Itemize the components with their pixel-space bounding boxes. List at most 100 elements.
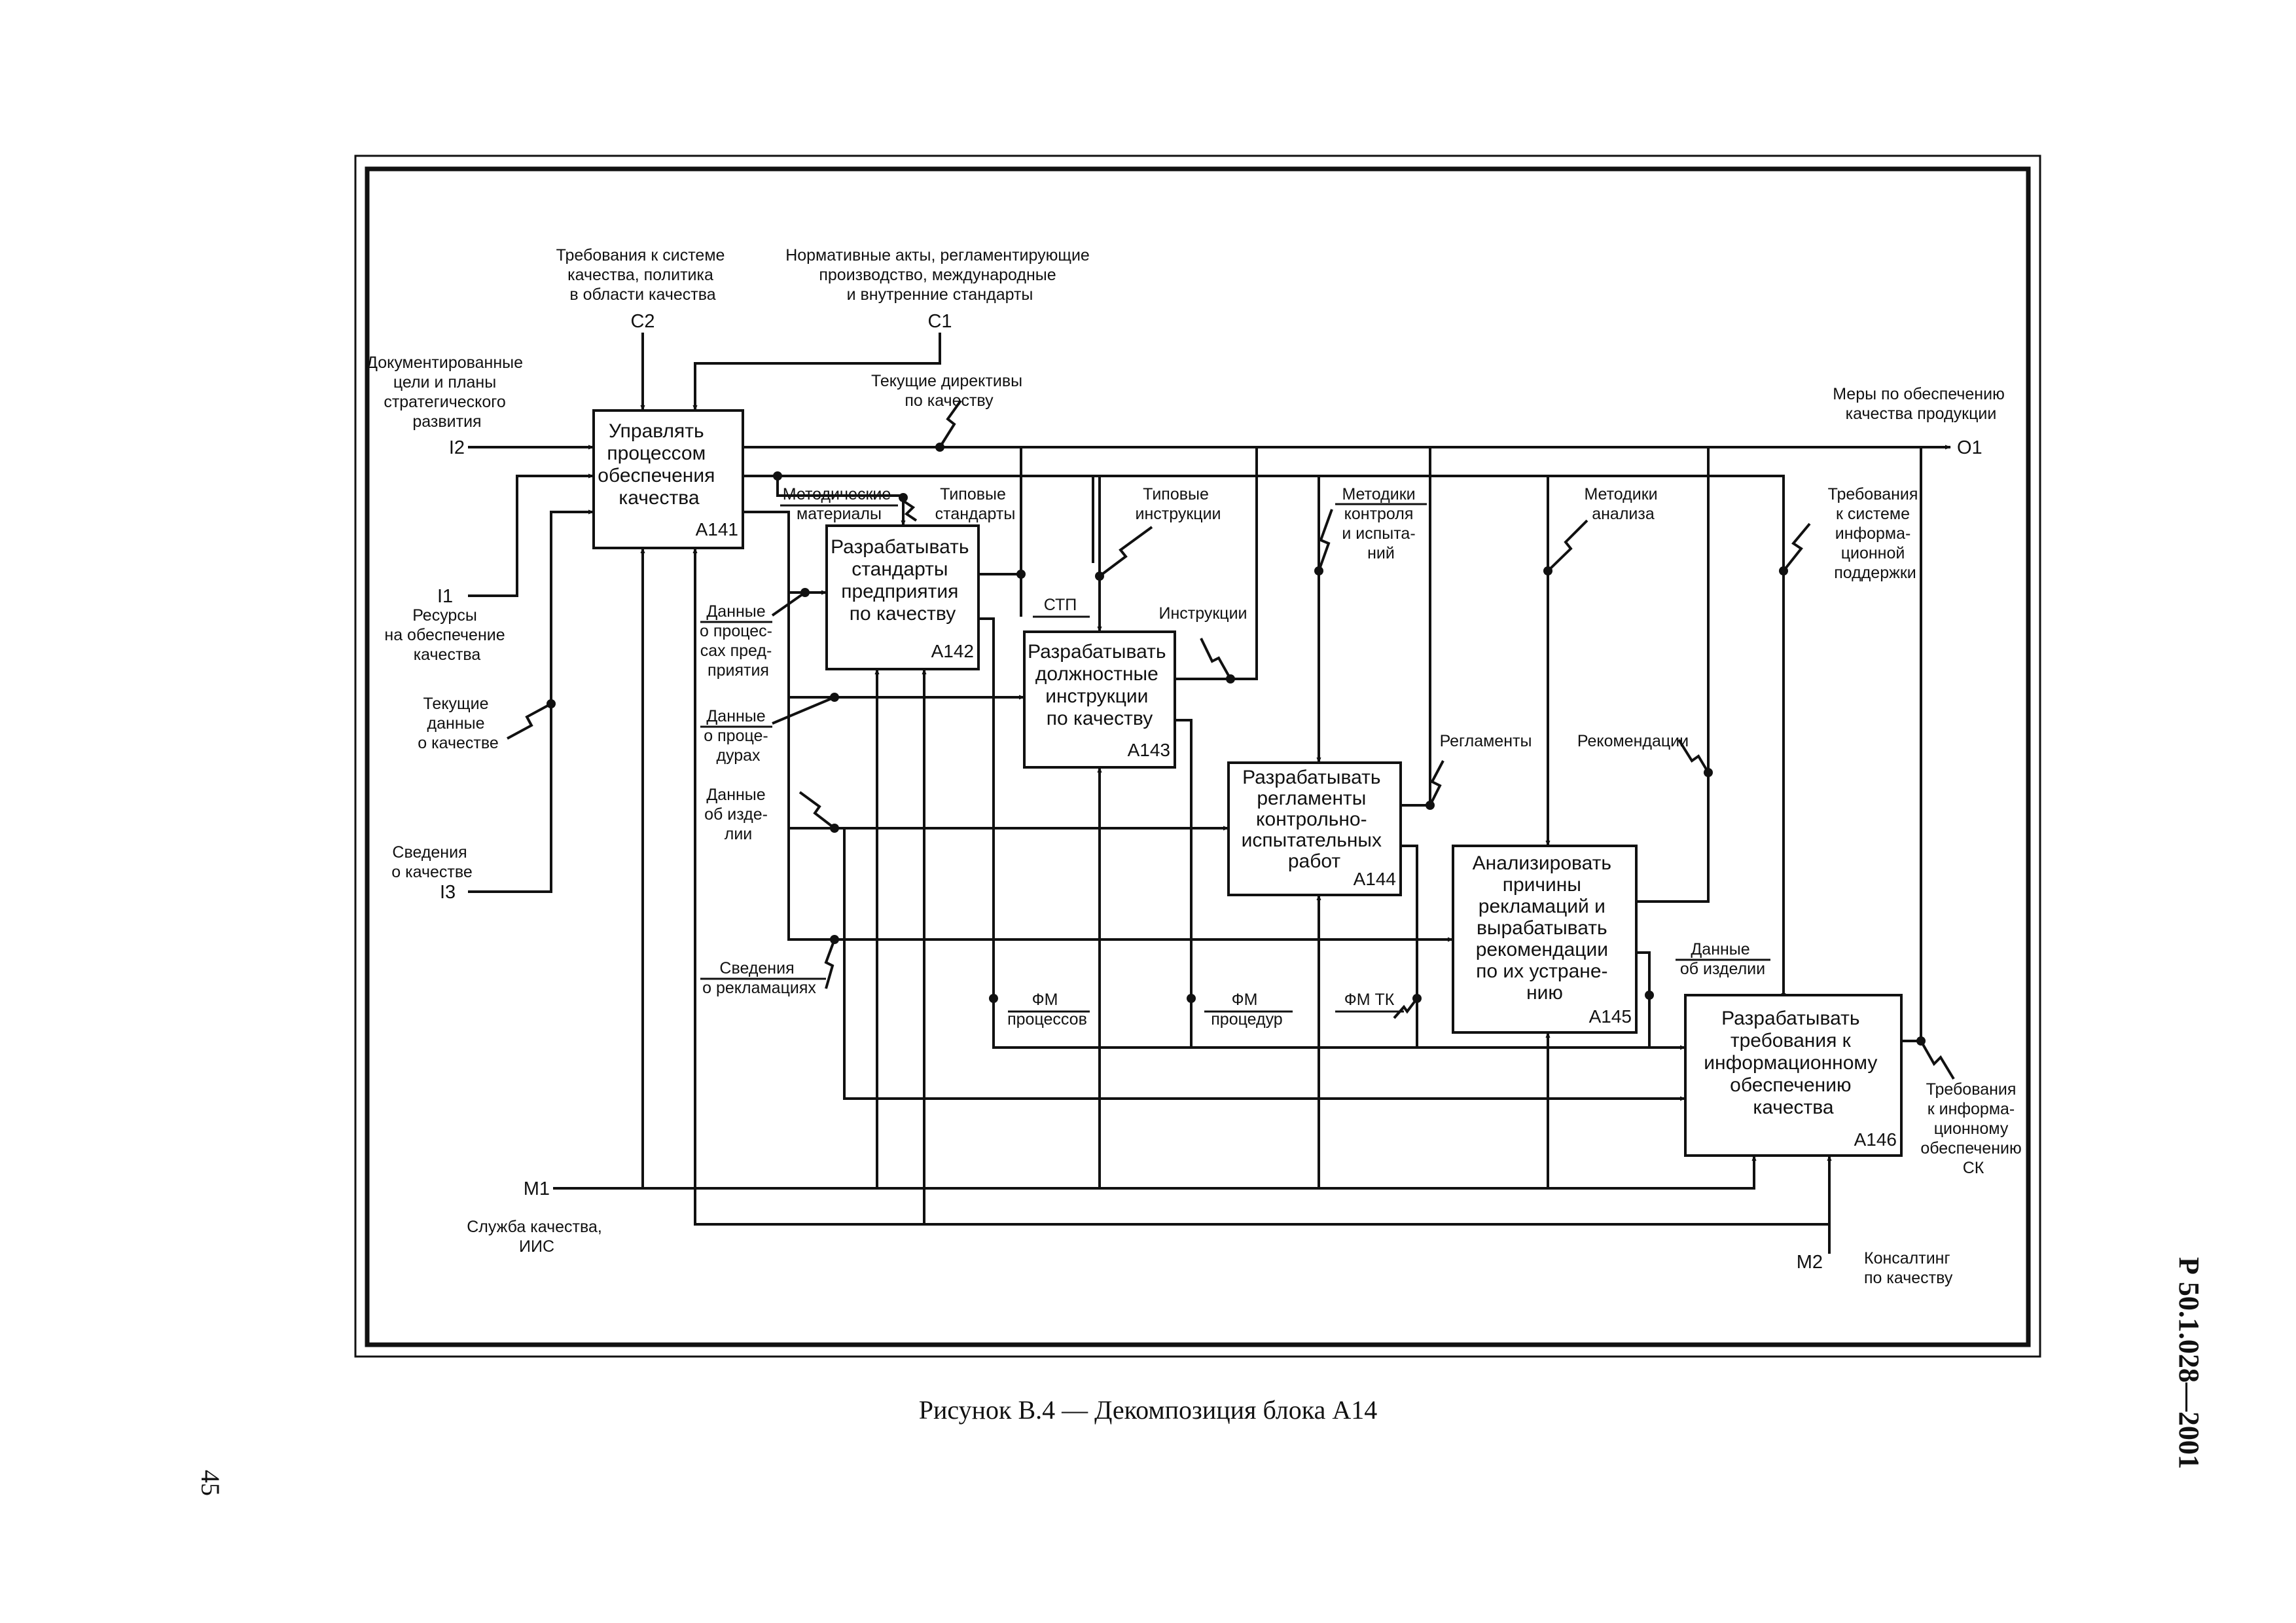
junction — [1314, 566, 1323, 575]
label-stp: СТП — [1044, 596, 1077, 614]
junction — [547, 699, 556, 708]
junction — [830, 824, 839, 833]
arrow-c1 — [692, 333, 941, 411]
squiggle-directives — [939, 399, 962, 448]
label-c1: Нормативные акты, регламентирующие произ… — [785, 246, 1094, 304]
label-process-data: Данные о процес- сах пред- приятия — [700, 602, 777, 680]
arrow-a141-a142 — [743, 475, 906, 526]
squiggle-current-data — [507, 702, 552, 740]
squiggle-test-methods — [1318, 509, 1333, 572]
block-a141-title: Управлять процессом обеспечения качества — [598, 420, 720, 509]
label-analysis-methods: Методики анализа — [1584, 485, 1662, 523]
label-test-methods: Методики контроля и испыта- ний — [1342, 485, 1420, 562]
label-i3: Сведения о качестве — [391, 843, 472, 881]
block-a143-id: А143 — [1128, 740, 1170, 760]
arrow-instructions — [1175, 447, 1258, 680]
port-o1: O1 — [1957, 437, 1982, 458]
block-a146 — [1684, 994, 1903, 1157]
label-ik-requirements: Требования к информа- ционному обеспечен… — [1920, 1080, 2026, 1177]
label-typical-instructions: Типовые инструкции — [1135, 485, 1221, 523]
arrow-recommendations — [1636, 447, 1710, 903]
port-m1: М1 — [524, 1178, 550, 1199]
arrow-data-bus-4 — [787, 828, 1454, 942]
label-recommendations: Рекомендации — [1577, 732, 1689, 750]
junction — [1016, 570, 1026, 579]
block-a146-id: А146 — [1854, 1129, 1897, 1150]
arrow-i1 — [468, 473, 594, 597]
label-complaints: Сведения о рекламациях — [702, 959, 816, 997]
label-regulations: Регламенты — [1440, 732, 1532, 750]
label-current-data: Текущие данные о качестве — [418, 695, 498, 752]
squiggle-regulations — [1429, 760, 1444, 806]
label-fm-processes: ФМ процессов — [1007, 991, 1087, 1029]
squiggle-info-req — [1782, 522, 1811, 572]
squiggle-complaints — [824, 939, 836, 989]
outer-frame — [354, 155, 2041, 1358]
block-a141-id: А141 — [696, 519, 738, 539]
arrow-a141-bus-2 — [778, 475, 1786, 999]
port-i1: I1 — [437, 586, 453, 607]
block-a143-title: Разрабатывать должностные инструкции по … — [1028, 641, 1172, 729]
block-a141 — [592, 409, 744, 549]
label-m1: Служба качества, ИИС — [467, 1218, 607, 1256]
label-typical-standards: Типовые стандарты — [935, 485, 1016, 523]
junction — [1187, 994, 1196, 1003]
junction — [1426, 801, 1435, 810]
junction — [1543, 566, 1552, 575]
label-i2: Документированные цели и планы стратегич… — [367, 354, 528, 431]
port-c2: С2 — [630, 311, 655, 332]
block-a146-title: Разрабатывать требования к информационно… — [1704, 1008, 1882, 1118]
junction — [830, 693, 839, 702]
squiggle-method-materials — [902, 500, 918, 522]
arrow-product-data — [834, 827, 1686, 1101]
arrow-fm-processes — [978, 617, 1686, 1050]
squiggle-recommendations — [1677, 739, 1710, 774]
label-product-data-2: Данные об изделии — [1680, 940, 1765, 978]
junction — [800, 588, 810, 597]
junction — [1412, 994, 1422, 1003]
port-c1: С1 — [927, 311, 952, 332]
label-method-materials: Методические материалы — [783, 485, 895, 523]
junction — [773, 471, 782, 481]
junction — [899, 493, 908, 502]
port-i3: I3 — [440, 882, 456, 903]
label-m2: Консалтинг по качеству — [1864, 1249, 1955, 1287]
inner-frame — [365, 166, 2031, 1347]
junction — [1645, 991, 1654, 1000]
label-i1: Ресурсы на обеспечение качества — [384, 606, 509, 664]
label-fm-procedures: ФМ процедур — [1211, 991, 1282, 1029]
block-a142-id: А142 — [931, 641, 974, 661]
arrow-fm-tk — [1401, 845, 1418, 1048]
label-c2: Требования к системе качества, политика … — [556, 246, 730, 304]
arrow-m2 — [692, 547, 1831, 1254]
junction — [1779, 566, 1788, 575]
block-a145-title: Анализировать причины рекламаций и выраб… — [1473, 852, 1617, 1004]
label-fm-tk: ФМ ТК — [1344, 991, 1395, 1009]
block-a144-title: Разрабатывать регламенты контрольно- исп… — [1242, 767, 1388, 872]
squiggle-typical-instr — [1098, 526, 1153, 577]
junction — [830, 935, 839, 944]
junction — [1916, 1036, 1926, 1046]
block-a143 — [1023, 630, 1176, 769]
junction — [1095, 572, 1104, 581]
figure-caption: Рисунок В.4 — Декомпозиция блока А14 — [918, 1395, 1378, 1425]
label-info-requirements: Требования к системе информа- ционной по… — [1828, 485, 1923, 582]
block-a142 — [825, 524, 980, 670]
label-current-directives: Текущие директивы по качеству — [871, 372, 1027, 410]
block-a145 — [1452, 845, 1638, 1034]
block-a144-id: А144 — [1354, 869, 1396, 889]
block-a145-id: А145 — [1589, 1006, 1632, 1027]
junction — [1226, 674, 1235, 684]
arrow-stp — [978, 573, 1022, 617]
squiggle-process-data — [771, 591, 806, 617]
label-o1: Меры по обеспечению качества продукции — [1833, 385, 2009, 423]
port-m2: М2 — [1797, 1252, 1823, 1273]
label-procedure-data: Данные о проце- дурах — [704, 707, 772, 765]
squiggle-analysis — [1547, 519, 1588, 572]
block-a144 — [1227, 761, 1402, 896]
squiggle-instructions — [1200, 638, 1232, 680]
port-i2: I2 — [449, 437, 465, 458]
label-product-data: Данные об изде- лии — [704, 786, 772, 843]
arrow-m1 — [553, 1155, 1757, 1190]
